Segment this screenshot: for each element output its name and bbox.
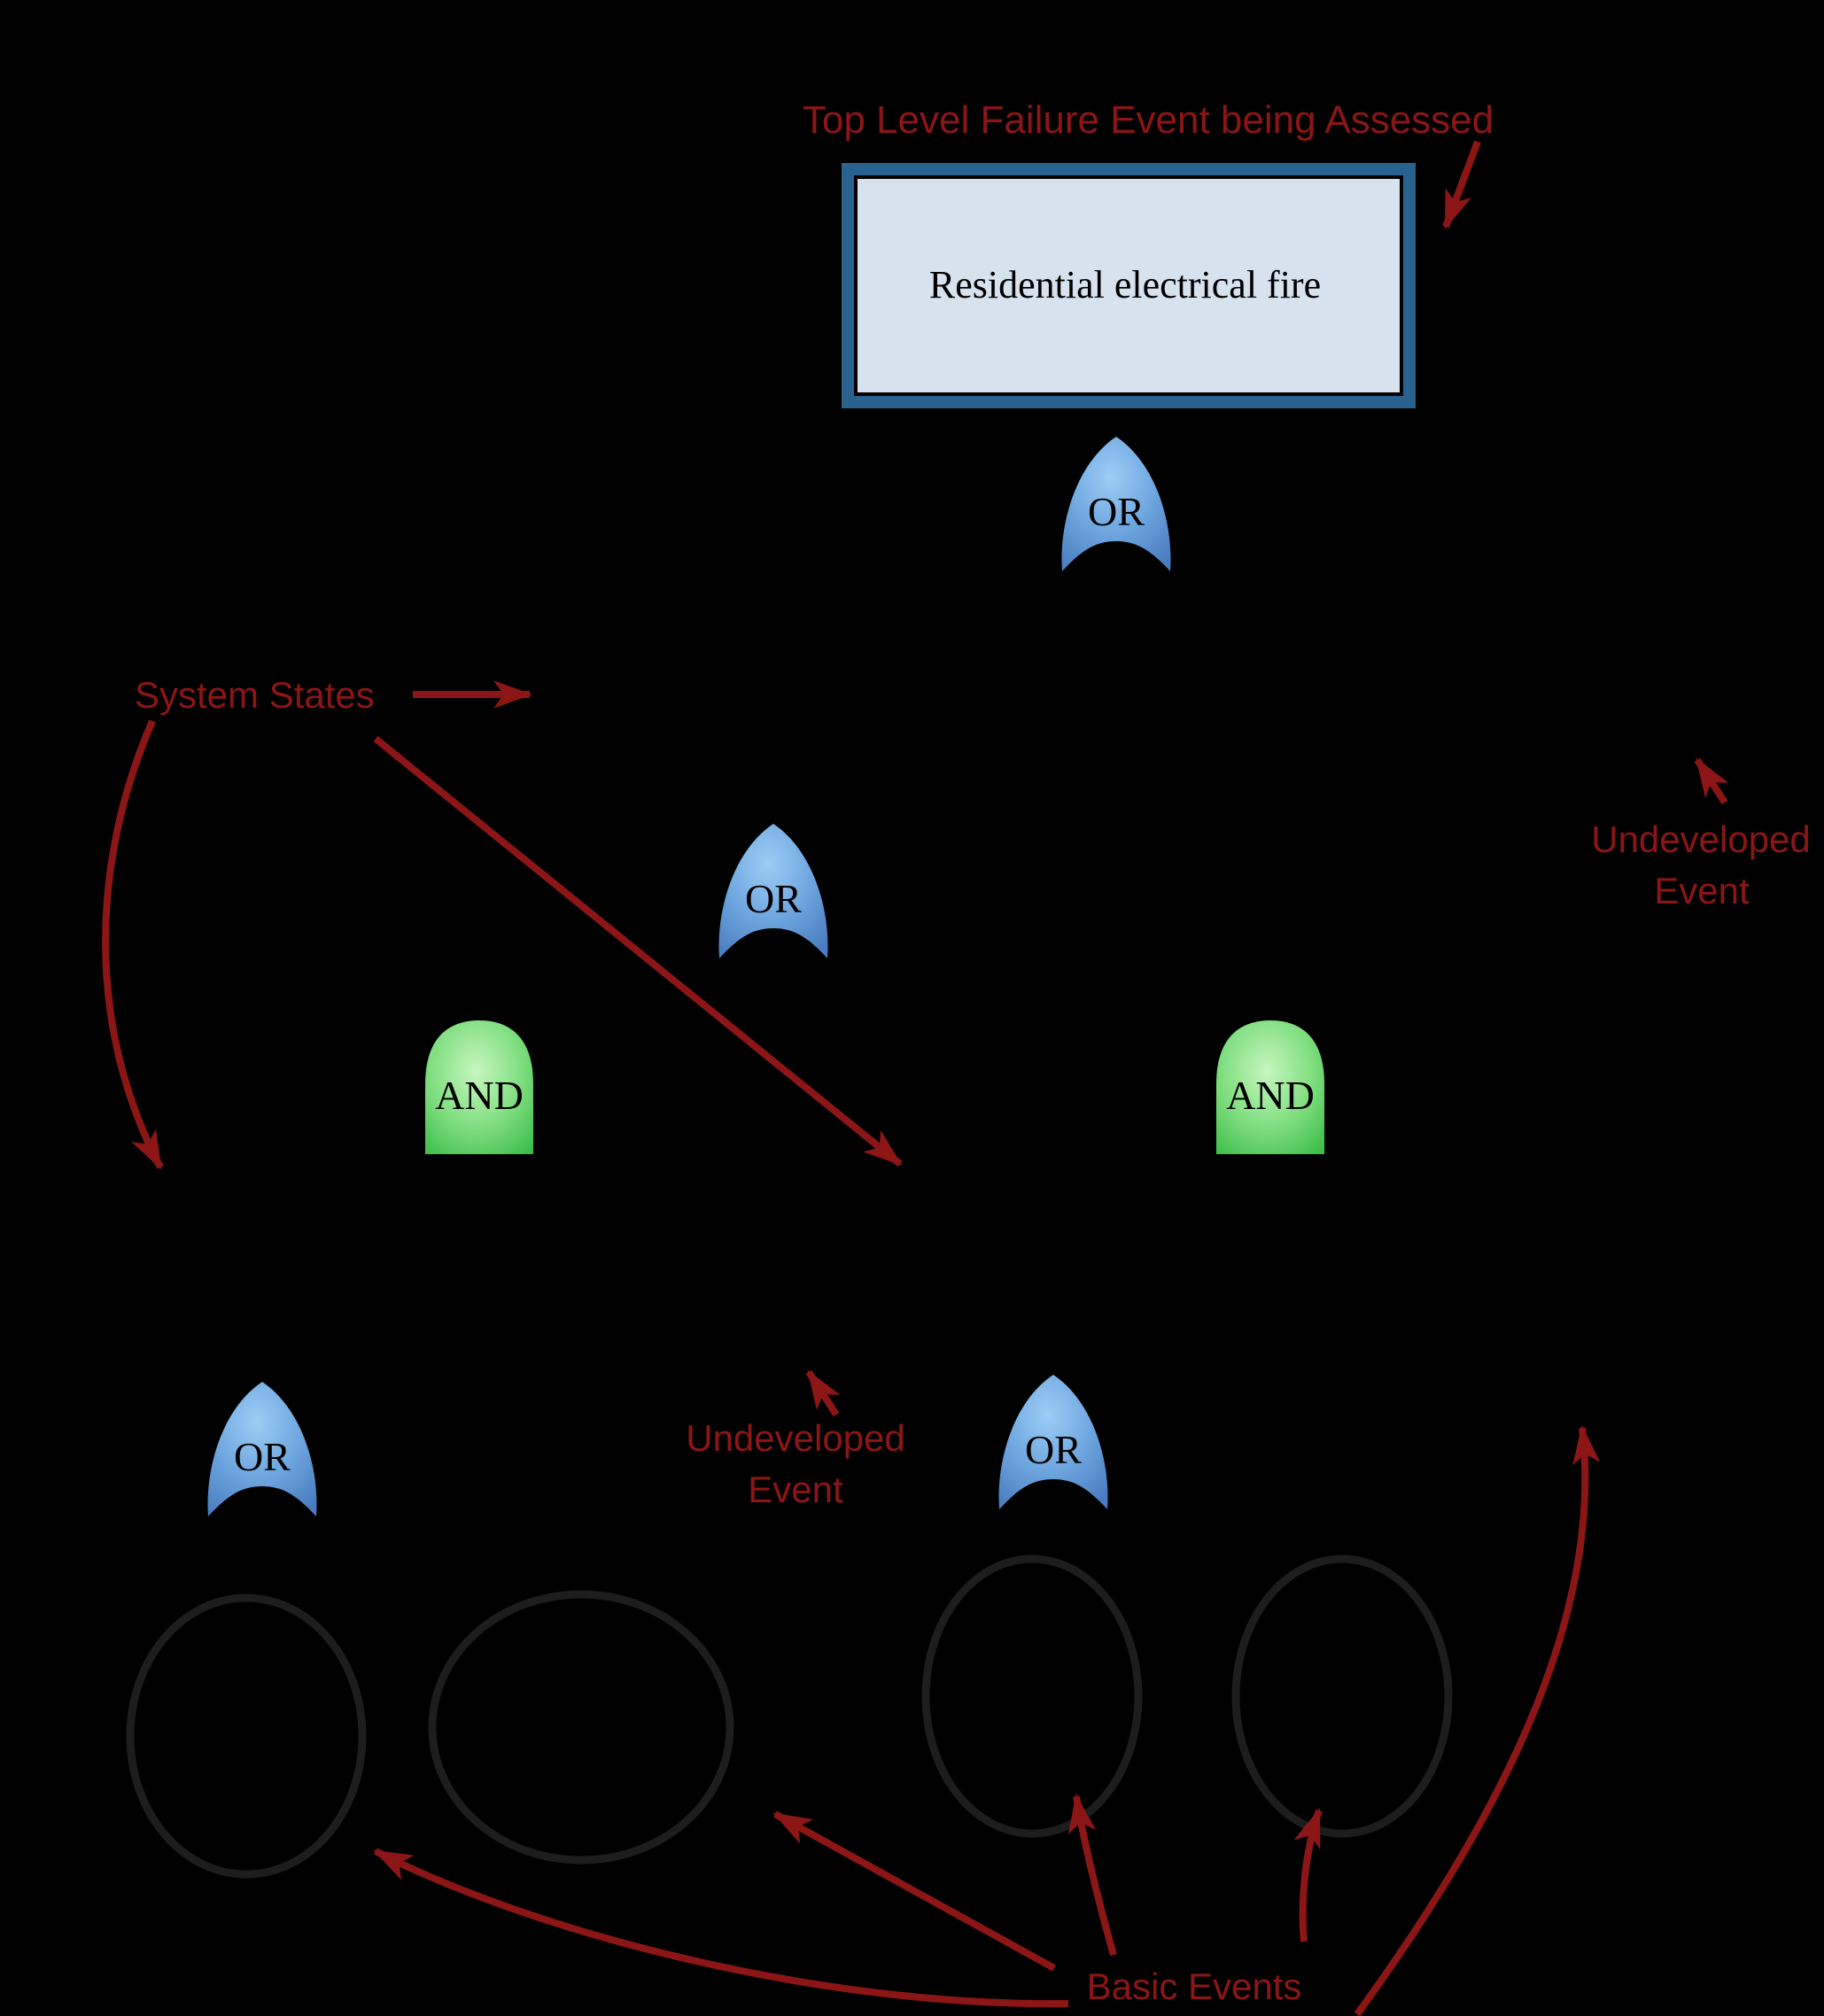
and-gate-right: AND	[1216, 1020, 1324, 1154]
title-annotation: Top Level Failure Event being Assessed	[803, 98, 1494, 142]
arrow-system-states-curve-down	[102, 719, 164, 1170]
or-gate-top-label: OR	[1088, 489, 1145, 534]
basic-event-circle-3	[921, 1555, 1143, 1838]
or-gate-bottom-middle-shape	[998, 1375, 1108, 1509]
top-event-box: Residential electrical fire	[842, 163, 1416, 408]
or-gate-bottom-left-label: OR	[234, 1434, 291, 1479]
undeveloped-event-right-line2: Event	[1654, 870, 1750, 911]
basic-event-circle-2	[428, 1590, 734, 1865]
system-states-label: System States	[135, 674, 375, 716]
undeveloped-event-right-line1: Undeveloped	[1591, 818, 1811, 860]
and-gate-left-shape	[425, 1020, 533, 1154]
undeveloped-event-middle-line2: Event	[748, 1469, 843, 1510]
arrow-system-states-diagonal	[373, 735, 903, 1167]
and-gate-right-label: AND	[1226, 1073, 1315, 1118]
or-gate-bottom-middle: OR	[998, 1375, 1108, 1509]
arrow-basic-events-long-curve-right	[1354, 1424, 1601, 2016]
or-gate-top: OR	[1061, 437, 1171, 571]
arrow-undeveloped-right	[1694, 757, 1729, 805]
or-gate-middle: OR	[718, 824, 828, 958]
or-gate-middle-label: OR	[745, 876, 802, 921]
top-event-label: Residential electrical fire	[929, 263, 1321, 306]
undeveloped-event-middle-line1: Undeveloped	[686, 1417, 905, 1459]
basic-event-circle-4	[1231, 1555, 1453, 1838]
basic-event-circle-1	[126, 1593, 367, 1879]
arrow-undeveloped-middle	[805, 1369, 841, 1417]
arrow-basic-events-to-circle-1	[373, 1848, 1069, 2008]
arrow-title-to-box	[1442, 140, 1481, 229]
undeveloped-event-middle-label: Undeveloped Event	[686, 1417, 905, 1510]
or-gate-middle-shape	[718, 824, 828, 958]
arrow-basic-events-to-circle-2	[772, 1811, 1056, 1972]
or-gate-top-shape	[1061, 437, 1171, 571]
or-gate-bottom-left: OR	[207, 1382, 317, 1516]
and-gate-right-shape	[1216, 1020, 1324, 1154]
or-gate-bottom-middle-label: OR	[1025, 1427, 1082, 1472]
arrow-basic-events-to-circle-4	[1293, 1808, 1323, 1942]
or-gate-bottom-left-shape	[207, 1382, 317, 1516]
undeveloped-event-right-label: Undeveloped Event	[1591, 818, 1811, 911]
top-event-box-inner	[854, 175, 1403, 396]
and-gate-left-label: AND	[435, 1073, 524, 1118]
and-gate-left: AND	[425, 1020, 533, 1154]
arrow-basic-events-to-circle-3	[1067, 1793, 1117, 1957]
basic-events-label: Basic Events	[1087, 1966, 1302, 2007]
